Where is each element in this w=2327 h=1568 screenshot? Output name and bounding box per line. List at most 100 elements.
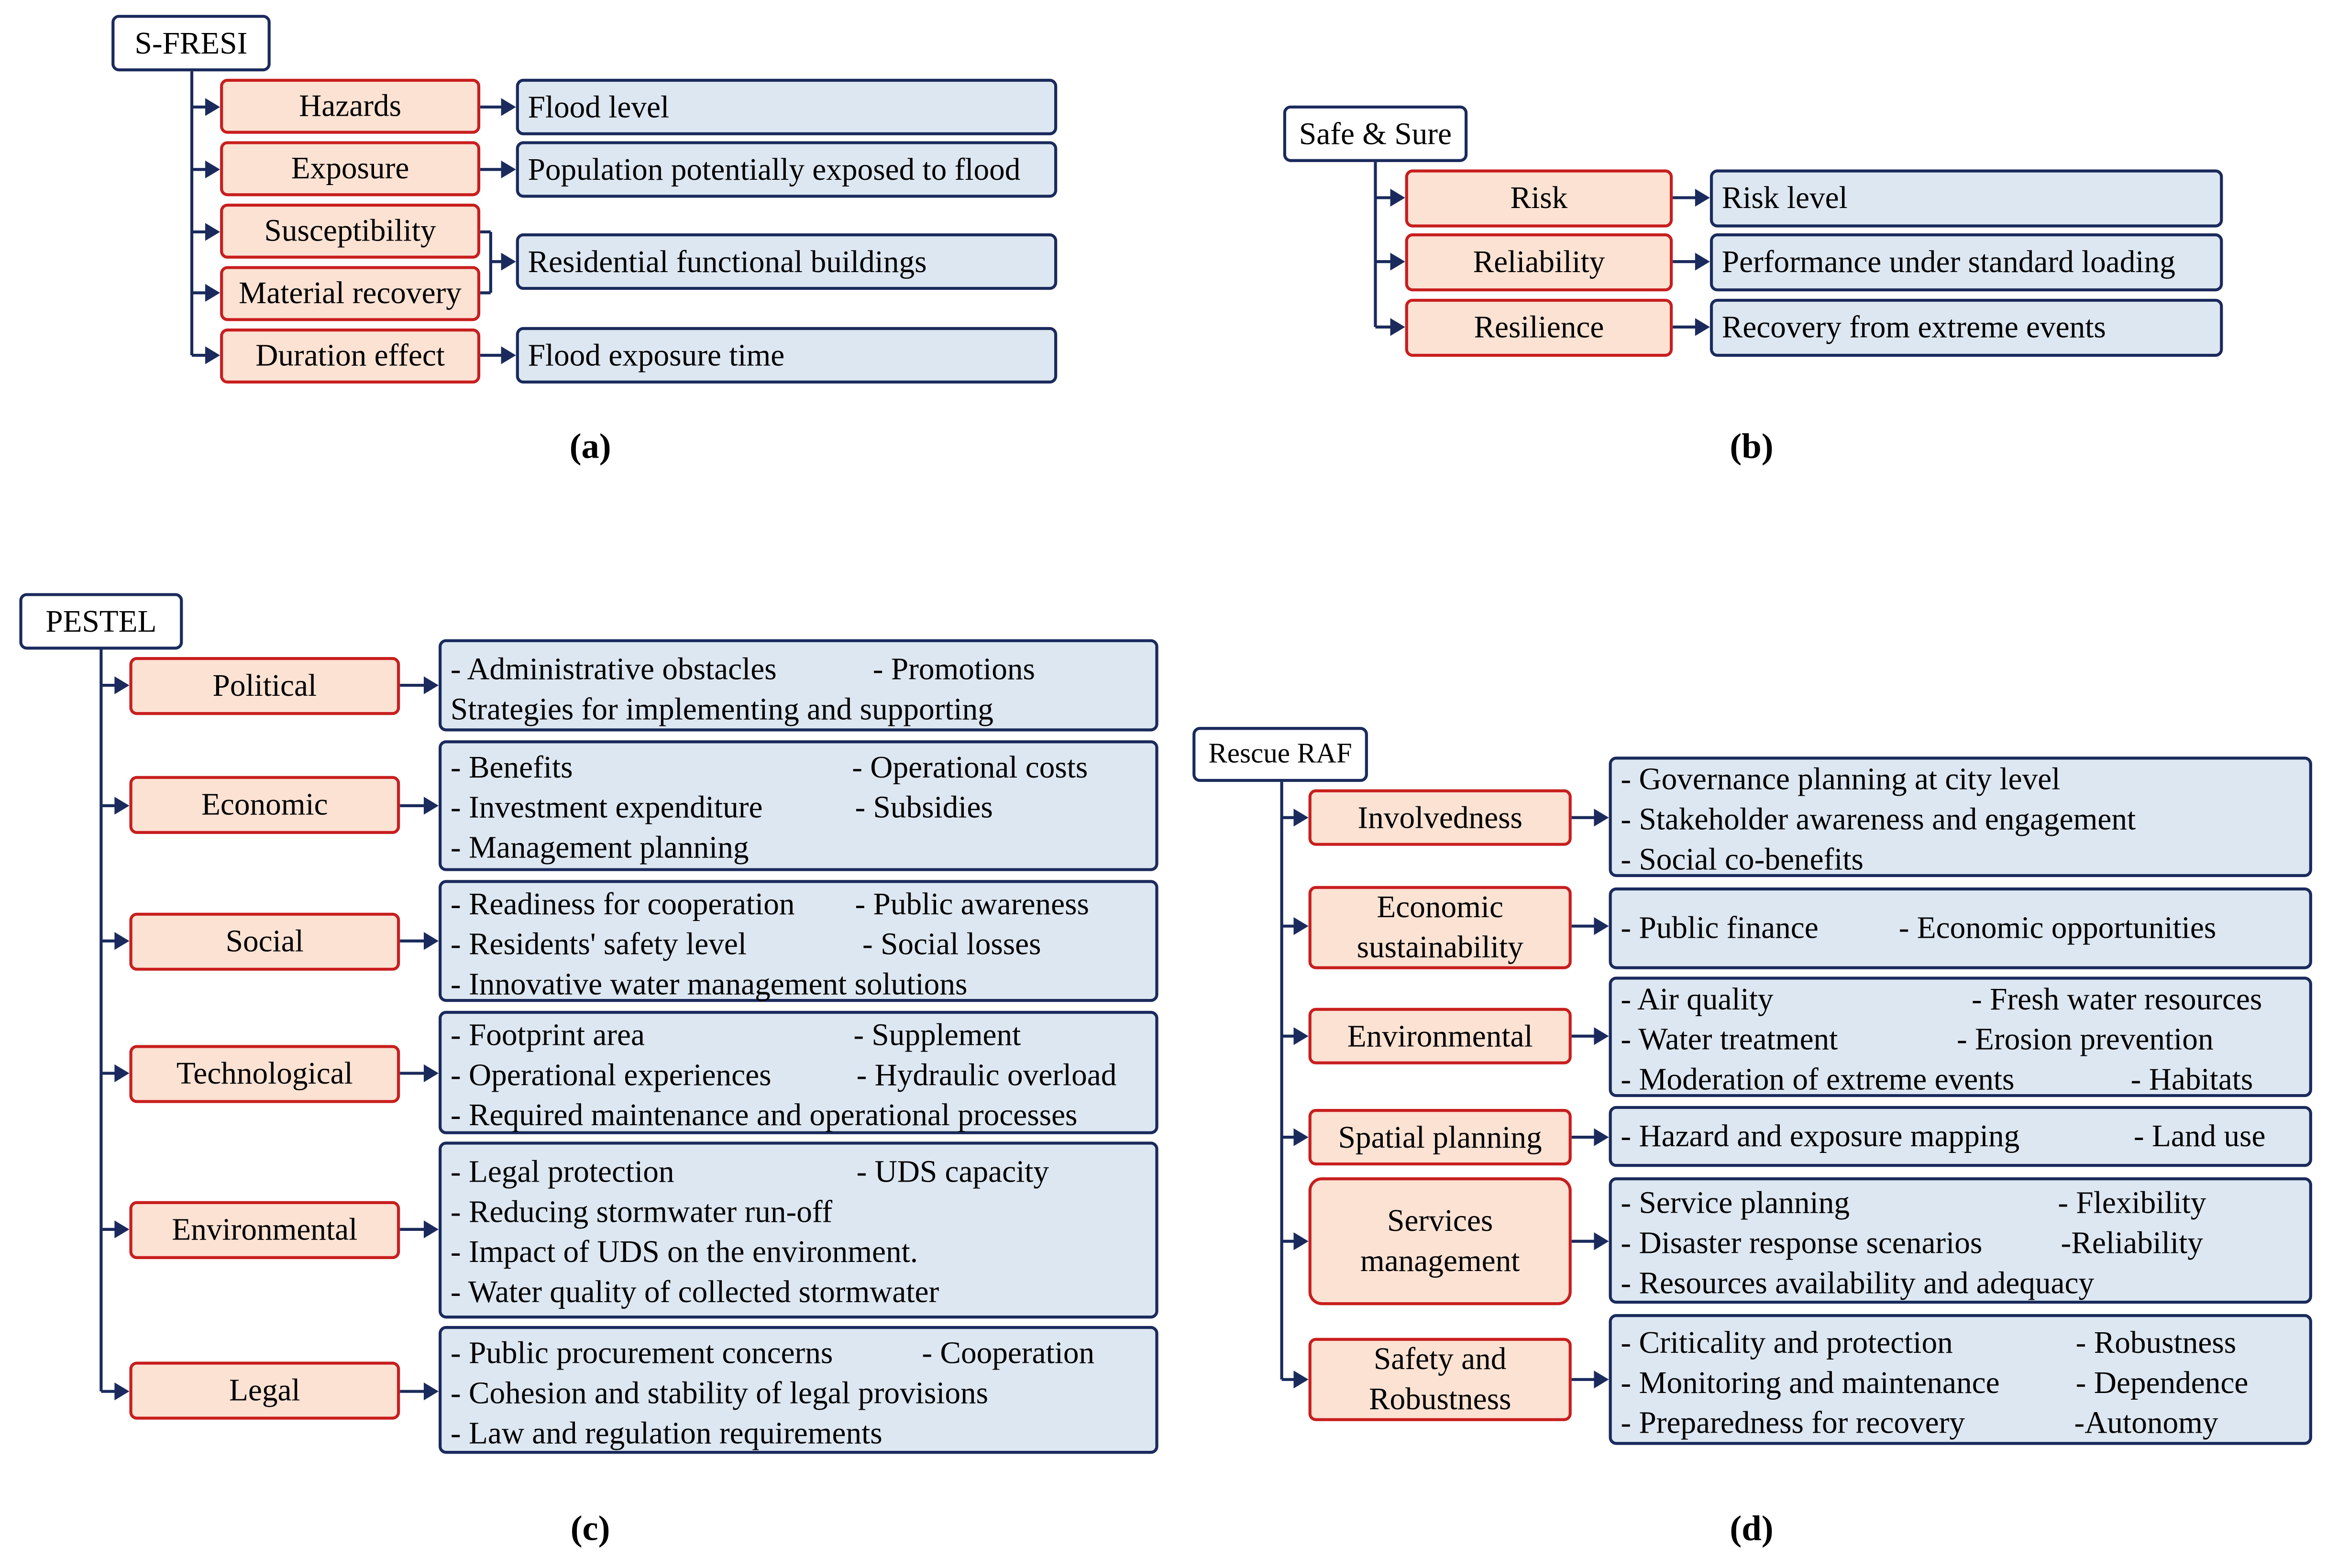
arrowhead-icon	[1293, 1371, 1309, 1389]
description-environmental-d: - Air quality- Fresh water resources - W…	[1609, 976, 2312, 1097]
arrowhead-icon	[1293, 1128, 1309, 1146]
description-text: - Supplement	[853, 1017, 1021, 1053]
category-environmental-d: Environmental	[1308, 1008, 1572, 1064]
description-recovery-extreme-events: Recovery from extreme events	[1709, 298, 2223, 357]
category-label: Involvedness	[1357, 799, 1522, 835]
description-text: - Required maintenance and operational p…	[450, 1097, 1078, 1133]
category-label: management	[1360, 1242, 1520, 1279]
description-text: - Impact of UDS on the environment.	[450, 1234, 918, 1270]
category-hazards: Hazards	[220, 78, 481, 134]
description-involvedness: - Governance planning at city level - St…	[1609, 757, 2312, 877]
arrowhead-icon	[1594, 917, 1609, 935]
arrowhead-icon	[1594, 1027, 1609, 1045]
category-material-recovery: Material recovery	[220, 266, 481, 321]
description-text: - Land use	[2133, 1118, 2266, 1154]
arrowhead-icon	[205, 346, 221, 364]
description-text: - Footprint area	[450, 1017, 645, 1053]
description-text: - Criticality and protection	[1621, 1324, 1953, 1360]
description-residential-buildings: Residential functional buildings	[516, 233, 1058, 290]
description-text: - Investment expenditure	[450, 789, 763, 825]
caption-d: (d)	[1730, 1510, 1774, 1549]
category-environmental: Environmental	[129, 1201, 400, 1260]
description-environmental: - Legal protection- UDS capacity - Reduc…	[439, 1141, 1158, 1319]
arrowhead-icon	[114, 1220, 130, 1239]
category-label: Robustness	[1368, 1381, 1511, 1417]
arrowhead-icon	[1594, 809, 1609, 827]
category-involvedness: Involvedness	[1308, 789, 1572, 846]
description-text: - Governance planning at city level	[1621, 761, 2061, 797]
arrowhead-icon	[205, 223, 221, 241]
arrowhead-icon	[423, 797, 439, 815]
description-text: - Resources availability and adequacy	[1621, 1265, 2095, 1301]
arrowhead-icon	[501, 252, 516, 271]
category-label: sustainability	[1356, 929, 1523, 965]
description-text: - Service planning	[1621, 1184, 1850, 1221]
arrowhead-icon	[423, 1220, 439, 1239]
description-spatial-planning: - Hazard and exposure mapping- Land use	[1609, 1106, 2312, 1167]
category-susceptibility: Susceptibility	[220, 203, 481, 259]
description-text: - Administrative obstacles	[450, 651, 777, 687]
arrowhead-icon	[1293, 1232, 1309, 1250]
description-text: - Reducing stormwater run-off	[450, 1194, 833, 1229]
description-text: -Autonomy	[2074, 1404, 2218, 1441]
arrowhead-icon	[1695, 188, 1710, 207]
description-text: - Cohesion and stability of legal provis…	[450, 1375, 989, 1411]
description-text: - Stakeholder awareness and engagement	[1621, 801, 2136, 837]
description-text: - Public procurement concerns	[450, 1335, 833, 1371]
description-text: -Reliability	[2061, 1225, 2203, 1261]
caption-c: (c)	[570, 1510, 610, 1549]
category-label: Safety and	[1373, 1340, 1507, 1377]
description-text: - Erosion prevention	[1956, 1021, 2214, 1057]
description-text: - Residents' safety level	[450, 926, 747, 962]
description-text: - Public awareness	[855, 886, 1089, 922]
arrowhead-icon	[114, 676, 130, 694]
arrowhead-icon	[1594, 1371, 1609, 1389]
description-text: - Monitoring and maintenance	[1621, 1364, 2000, 1401]
description-economic: - Benefits- Operational costs - Investme…	[439, 740, 1158, 871]
category-economic: Economic	[129, 776, 400, 834]
category-reliability: Reliability	[1405, 233, 1673, 292]
arrowhead-icon	[1293, 809, 1309, 827]
description-flood-exposure-time: Flood exposure time	[516, 327, 1058, 384]
description-text: - Subsidies	[855, 789, 993, 825]
description-text: Flood exposure time	[528, 337, 785, 373]
arrowhead-icon	[1293, 917, 1309, 935]
description-political: - Administrative obstacles - Promotions S…	[439, 639, 1158, 732]
arrowhead-icon	[1390, 252, 1405, 271]
description-text: - Public finance	[1621, 910, 1819, 946]
category-social: Social	[129, 912, 400, 971]
description-text: - Dependence	[2075, 1364, 2249, 1401]
category-label: Services	[1387, 1202, 1493, 1239]
arrowhead-icon	[1594, 1232, 1609, 1250]
arrowhead-icon	[423, 676, 439, 694]
arrowhead-icon	[114, 797, 130, 815]
description-text: - Operational costs	[852, 749, 1088, 785]
arrowhead-icon	[501, 160, 516, 179]
category-label: Spatial planning	[1338, 1118, 1542, 1154]
description-services-management: - Service planning- Flexibility - Disast…	[1609, 1177, 2312, 1304]
category-political: Political	[129, 657, 400, 715]
category-risk: Risk	[1405, 169, 1673, 228]
arrowhead-icon	[1390, 188, 1405, 207]
description-text: - Social co-benefits	[1621, 841, 1864, 877]
arrowhead-icon	[205, 284, 221, 302]
arrowhead-icon	[423, 1382, 439, 1401]
description-text: Strategies for implementing and supporti…	[450, 691, 993, 727]
category-technological: Technological	[129, 1045, 400, 1103]
description-risk-level: Risk level	[1709, 169, 2223, 228]
caption-b: (b)	[1730, 428, 1774, 467]
description-text: Flood level	[528, 88, 670, 124]
description-text: - Hydraulic overload	[856, 1057, 1117, 1093]
root-pestel: PESTEL	[19, 593, 183, 650]
arrowhead-icon	[1390, 318, 1405, 336]
arrowhead-icon	[423, 932, 439, 950]
description-text: - Promotions	[872, 651, 1035, 687]
description-text: Residential functional buildings	[528, 243, 927, 279]
arrowhead-icon	[114, 1064, 130, 1083]
description-text: - Law and regulation requirements	[450, 1415, 882, 1451]
category-spatial-planning: Spatial planning	[1308, 1109, 1572, 1166]
